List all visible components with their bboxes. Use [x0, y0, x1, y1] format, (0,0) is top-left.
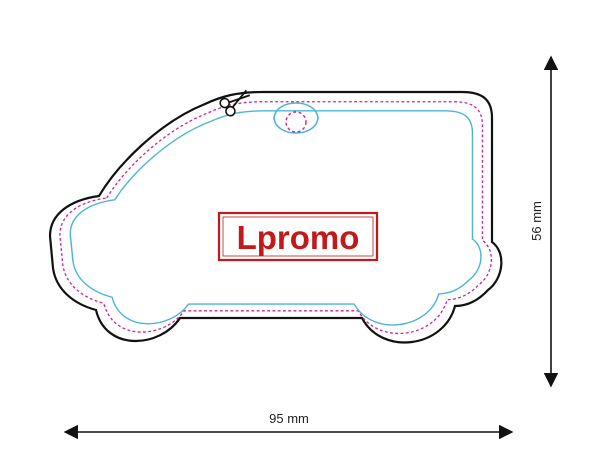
brand-logo: Lpromo	[217, 211, 379, 262]
logo-text: Lpromo	[237, 219, 360, 256]
width-label: 95 mm	[269, 411, 309, 426]
hanging-hole	[273, 102, 319, 134]
width-dimension: 95 mm	[63, 411, 514, 440]
scissors-icon	[219, 89, 251, 117]
height-label: 56 mm	[529, 201, 544, 241]
height-dimension: 56 mm	[529, 55, 559, 388]
